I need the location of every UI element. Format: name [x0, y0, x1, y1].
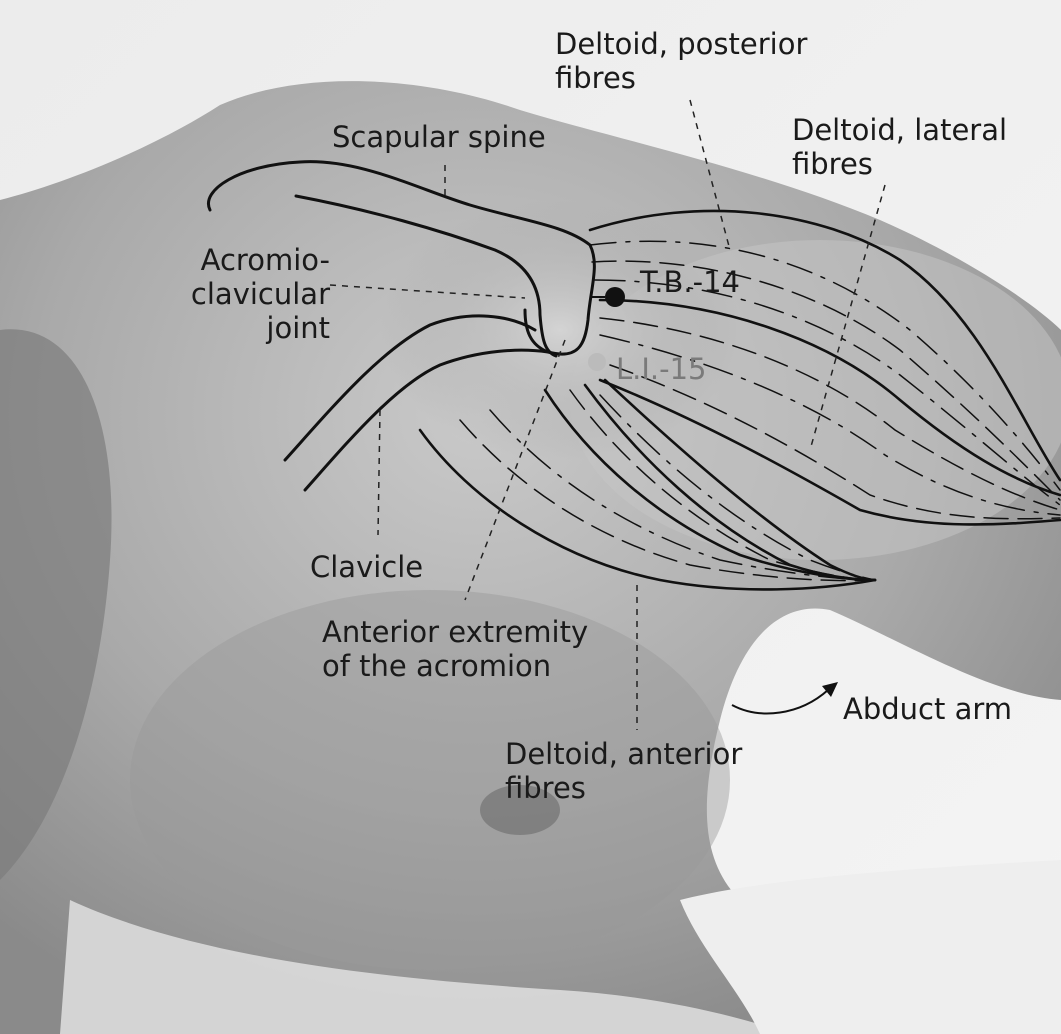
nipple [480, 785, 560, 835]
label-clavicle: Clavicle [310, 550, 424, 584]
label-tb14: T.B.-14 [640, 265, 740, 299]
leader-acromioclavicular [329, 284, 526, 299]
chest-shade [130, 590, 730, 970]
label-deltoid-posterior: Deltoid, posterior fibres [555, 27, 808, 95]
label-acromioclavicular: Acromio- clavicular joint [190, 243, 330, 345]
leader-lines [329, 99, 886, 730]
label-li15: L.I.-15 [616, 352, 707, 386]
sheet-right [680, 860, 1061, 1034]
leader-deltoid-posterior [689, 99, 731, 251]
label-abduct-arm: Abduct arm [843, 692, 1013, 726]
label-deltoid-lateral: Deltoid, lateral fibres [792, 113, 1008, 181]
li15-point [588, 353, 606, 371]
tb14-point [605, 287, 625, 307]
abduct-arrow [731, 689, 829, 715]
deltoid-fibres [418, 209, 1061, 591]
label-scapular-spine: Scapular spine [332, 120, 546, 154]
sheet [60, 900, 790, 1034]
shoulder-highlight [380, 200, 740, 460]
leader-clavicle [377, 409, 381, 536]
label-anterior-extremity: Anterior extremity of the acromion [322, 615, 589, 683]
label-deltoid-anterior: Deltoid, anterior fibres [505, 737, 743, 805]
scapula-outline [207, 160, 596, 492]
left-arm-shadow [0, 329, 112, 880]
leader-anterior-extremity [464, 339, 566, 601]
abduct-arrowhead [822, 682, 838, 697]
leader-deltoid-lateral [809, 184, 886, 451]
